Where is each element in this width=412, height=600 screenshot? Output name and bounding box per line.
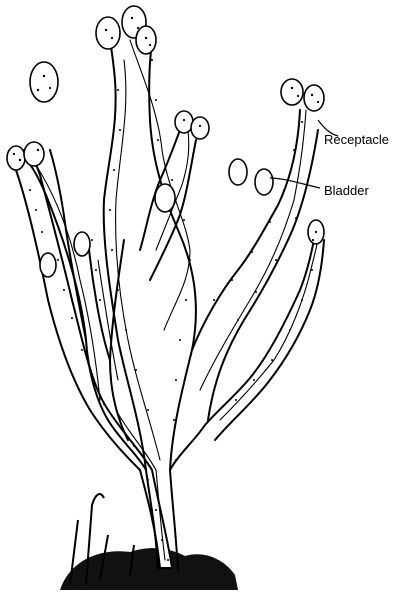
bladder-leader	[270, 178, 320, 188]
tip-right-2	[304, 85, 324, 111]
tip-left-2	[24, 142, 44, 166]
tip-top-1	[96, 17, 120, 49]
tip-mid-2	[191, 117, 209, 139]
receptacle-label: Receptacle	[324, 132, 389, 147]
bladder-4	[229, 159, 247, 185]
tip-left-3	[30, 62, 58, 102]
bladder-label: Bladder	[324, 183, 369, 198]
tip-left-1	[7, 146, 25, 170]
bladder-3	[155, 184, 175, 212]
tip-top-3	[136, 26, 156, 54]
bladder-1	[40, 253, 56, 277]
bladder-5	[255, 169, 273, 195]
tip-right-1	[281, 79, 303, 105]
bladder-2	[74, 232, 90, 256]
